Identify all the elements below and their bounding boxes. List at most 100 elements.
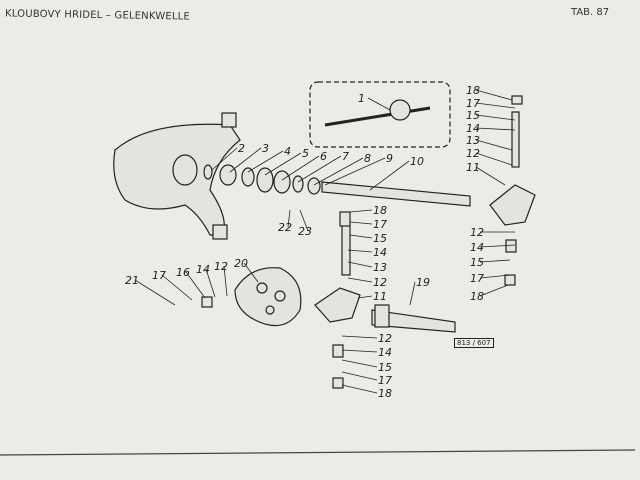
bush-15-mid [339, 211, 351, 227]
part-callout-17: 17 [466, 97, 480, 110]
leader-line [479, 259, 511, 263]
part-callout-12: 12 [466, 147, 480, 160]
ring-7 [292, 175, 304, 193]
leader-line [475, 166, 506, 186]
leader-line [479, 284, 509, 297]
leader-line [347, 261, 373, 268]
nut-18-top [511, 95, 523, 105]
leader-line [349, 221, 373, 225]
leader-line [341, 349, 378, 353]
leader-line [475, 89, 513, 101]
part-callout-12: 12 [214, 260, 228, 273]
leader-line [313, 157, 364, 186]
leader-line [369, 160, 410, 191]
leader-line [475, 139, 513, 151]
leader-line [475, 127, 516, 131]
part-callout-1: 1 [358, 92, 365, 105]
bush-14-right [505, 239, 517, 253]
part-callout-15: 15 [373, 232, 387, 245]
inset-joint [389, 99, 411, 121]
leader-line [475, 102, 516, 109]
bearing-3 [219, 164, 237, 186]
leader-line [475, 114, 516, 121]
ring-4 [241, 167, 255, 187]
bush-15-bottom [332, 344, 344, 358]
part-callout-5: 5 [302, 147, 309, 160]
part-callout-14: 14 [196, 263, 210, 276]
part-callout-15: 15 [466, 109, 480, 122]
part-callout-15: 15 [470, 256, 484, 269]
leader-line [223, 265, 228, 297]
inset-shaft [324, 106, 431, 127]
joint-yoke-11 [314, 287, 361, 323]
part-16 [201, 296, 213, 308]
part-callout-14: 14 [470, 241, 484, 254]
reference-code: 813 / 607 [454, 338, 494, 348]
joint-yoke-right [489, 184, 536, 226]
leader-line [347, 249, 373, 253]
leader-line [134, 279, 176, 306]
part-callout-9: 9 [386, 152, 393, 165]
shaft-19 [371, 309, 456, 333]
part-callout-18: 18 [466, 84, 480, 97]
leader-line [479, 244, 516, 248]
leader-line [341, 335, 378, 339]
flange-20 [234, 267, 302, 327]
flange-hole [256, 282, 268, 294]
part-callout-4: 4 [284, 145, 291, 158]
part-callout-23: 23 [298, 225, 312, 238]
ring-8 [307, 177, 321, 195]
part-callout-18: 18 [470, 290, 484, 303]
leader-line [475, 152, 513, 166]
leader-line [324, 157, 386, 186]
part-callout-12: 12 [373, 276, 387, 289]
pin-13-top [511, 111, 520, 168]
part-callout-13: 13 [466, 134, 480, 147]
part-callout-17: 17 [378, 374, 392, 387]
bottom-rule [0, 449, 636, 456]
housing-opening [172, 154, 198, 186]
part-callout-17: 17 [373, 218, 387, 231]
leader-line [357, 295, 373, 299]
part-callout-14: 14 [466, 122, 480, 135]
part-callout-10: 10 [410, 155, 424, 168]
inset-box [309, 81, 451, 148]
part-callout-12: 12 [378, 332, 392, 345]
leader-line [211, 147, 238, 171]
leader-line [161, 274, 193, 301]
ring-2 [203, 164, 213, 180]
part-callout-12: 12 [470, 226, 484, 239]
leader-line [367, 97, 391, 111]
leader-line [479, 274, 511, 279]
part-callout-11: 11 [373, 290, 387, 303]
ring-6 [273, 170, 291, 194]
leader-line [341, 359, 378, 368]
flange-5 [256, 167, 274, 193]
part-callout-20: 20 [234, 257, 248, 270]
part-callout-18: 18 [378, 387, 392, 400]
leader-line [349, 209, 373, 213]
part-callout-19: 19 [416, 276, 430, 289]
part-callout-14: 14 [378, 346, 392, 359]
leader-line [247, 150, 284, 173]
shaft-19-head [374, 304, 390, 328]
leader-line [349, 234, 373, 239]
leader-line [341, 371, 378, 381]
shaft-10 [321, 181, 471, 207]
part-callout-3: 3 [262, 142, 269, 155]
housing-boss [221, 112, 237, 128]
leader-line [243, 262, 259, 283]
leader-line [264, 152, 302, 176]
nut-18-right [504, 274, 516, 286]
leader-line [185, 271, 206, 299]
part-callout-14: 14 [373, 246, 387, 259]
part-callout-6: 6 [320, 150, 327, 163]
part-callout-8: 8 [364, 152, 371, 165]
part-callout-18: 18 [373, 204, 387, 217]
part-callout-7: 7 [342, 150, 349, 163]
leader-line [205, 268, 216, 298]
leader-line [341, 384, 378, 394]
part-callout-16: 16 [176, 266, 190, 279]
leader-line [297, 155, 342, 183]
